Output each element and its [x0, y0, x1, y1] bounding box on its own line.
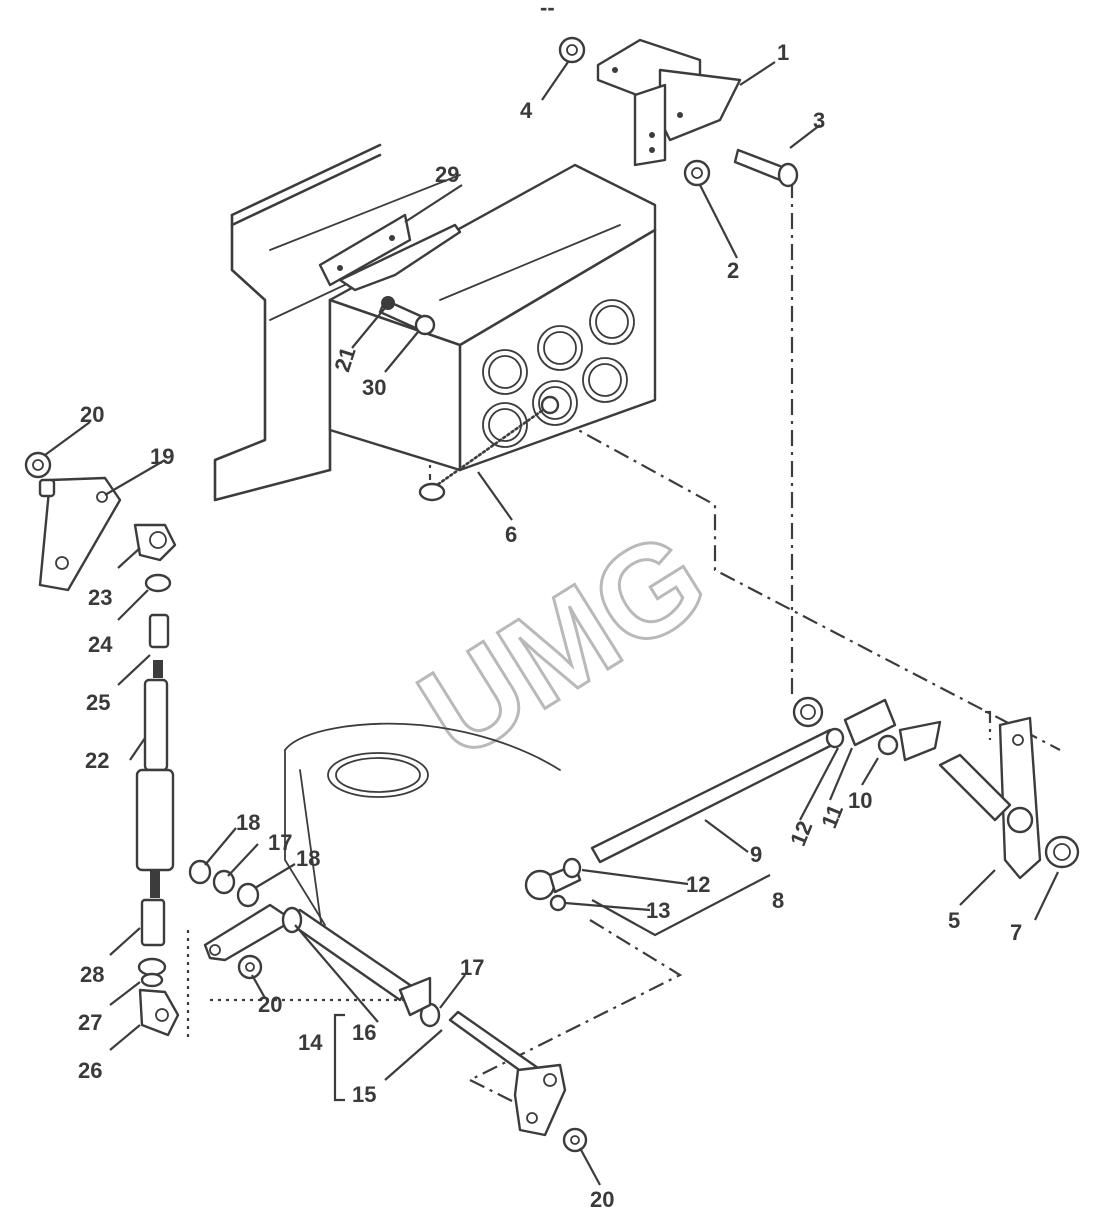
- nut-4: [558, 36, 586, 64]
- callout-18-upper: 18: [236, 810, 260, 835]
- nut-24: [144, 573, 172, 593]
- callout-16: 16: [352, 1020, 376, 1045]
- bracket-19: [38, 476, 122, 592]
- nut-20-top: [24, 451, 52, 479]
- callout-1: 1: [777, 40, 789, 65]
- callout-10: 10: [848, 788, 872, 813]
- nut-2: [683, 159, 711, 187]
- gas-strut-22: [135, 678, 175, 898]
- callout-26: 26: [78, 1058, 102, 1083]
- callout-12-upper: 12: [785, 817, 817, 849]
- callout-20-top: 20: [80, 402, 104, 427]
- bracket-1: [596, 38, 742, 167]
- bolt-30: [378, 296, 436, 336]
- group-bracket-8: [591, 874, 771, 937]
- callout-18-lower: 18: [296, 846, 320, 871]
- callout-14: 14: [298, 1030, 323, 1055]
- bushings-17-18: [188, 859, 441, 1028]
- callout-7: 7: [1010, 920, 1022, 945]
- callout-2: 2: [727, 258, 739, 283]
- callout-4: 4: [520, 98, 533, 123]
- nut-20-bottom: [562, 1127, 588, 1153]
- shaft-16: [281, 906, 432, 1017]
- ball-joint-26: [138, 988, 180, 1037]
- callout-30: 30: [362, 375, 386, 400]
- watermark: UMG: [395, 502, 730, 787]
- callout-11: 11: [816, 801, 848, 832]
- callout-labels: 1 2 3 4 5 6 7 8 9 10 11 12 12 13 14 15 1…: [78, 40, 1022, 1212]
- bushing-top: [792, 696, 824, 728]
- arm-plate-left: [203, 903, 287, 962]
- nut-20-lower-left: [237, 954, 263, 980]
- callout-8: 8: [772, 888, 784, 913]
- callout-24: 24: [88, 632, 113, 657]
- leader-lines: [44, 61, 1059, 1186]
- callout-20-mid: 20: [258, 992, 282, 1017]
- callout-25: 25: [86, 690, 110, 715]
- group-bracket-14: [333, 1013, 345, 1102]
- lever-5: [938, 716, 1042, 880]
- callout-3: 3: [813, 108, 825, 133]
- bolt-3: [733, 148, 799, 188]
- callout-23: 23: [88, 585, 112, 610]
- callout-20-bottom: 20: [590, 1187, 614, 1212]
- callout-12-lower: 12: [686, 872, 710, 897]
- callout-22: 22: [85, 748, 109, 773]
- callout-9: 9: [750, 842, 762, 867]
- fuel-tank-outline: [284, 722, 561, 931]
- callout-13: 13: [646, 898, 670, 923]
- callout-19: 19: [150, 444, 174, 469]
- callout-28: 28: [80, 962, 104, 987]
- spring-6: [418, 395, 560, 502]
- sleeve-25: [148, 613, 170, 678]
- callout-6: 6: [505, 522, 517, 547]
- alignment-lines: [186, 182, 1061, 1116]
- nut-27: [137, 957, 167, 988]
- callout-17-lower: 17: [460, 955, 484, 980]
- callout-29: 29: [435, 162, 459, 187]
- callout-17-upper: 17: [268, 830, 292, 855]
- engine-block: [213, 143, 657, 502]
- clevis-11: [843, 698, 942, 762]
- callout-15: 15: [352, 1082, 376, 1107]
- bracket-29: [318, 213, 462, 292]
- sleeve-28: [140, 898, 166, 947]
- nuts-12: [562, 727, 845, 879]
- ball-joint-23: [133, 523, 177, 562]
- shaft-15: [448, 1010, 567, 1137]
- engine-ports: [482, 299, 635, 448]
- bushing-7: [1044, 835, 1080, 869]
- corner-mark: --: [540, 0, 555, 20]
- callout-27: 27: [78, 1010, 102, 1035]
- callout-5: 5: [948, 908, 960, 933]
